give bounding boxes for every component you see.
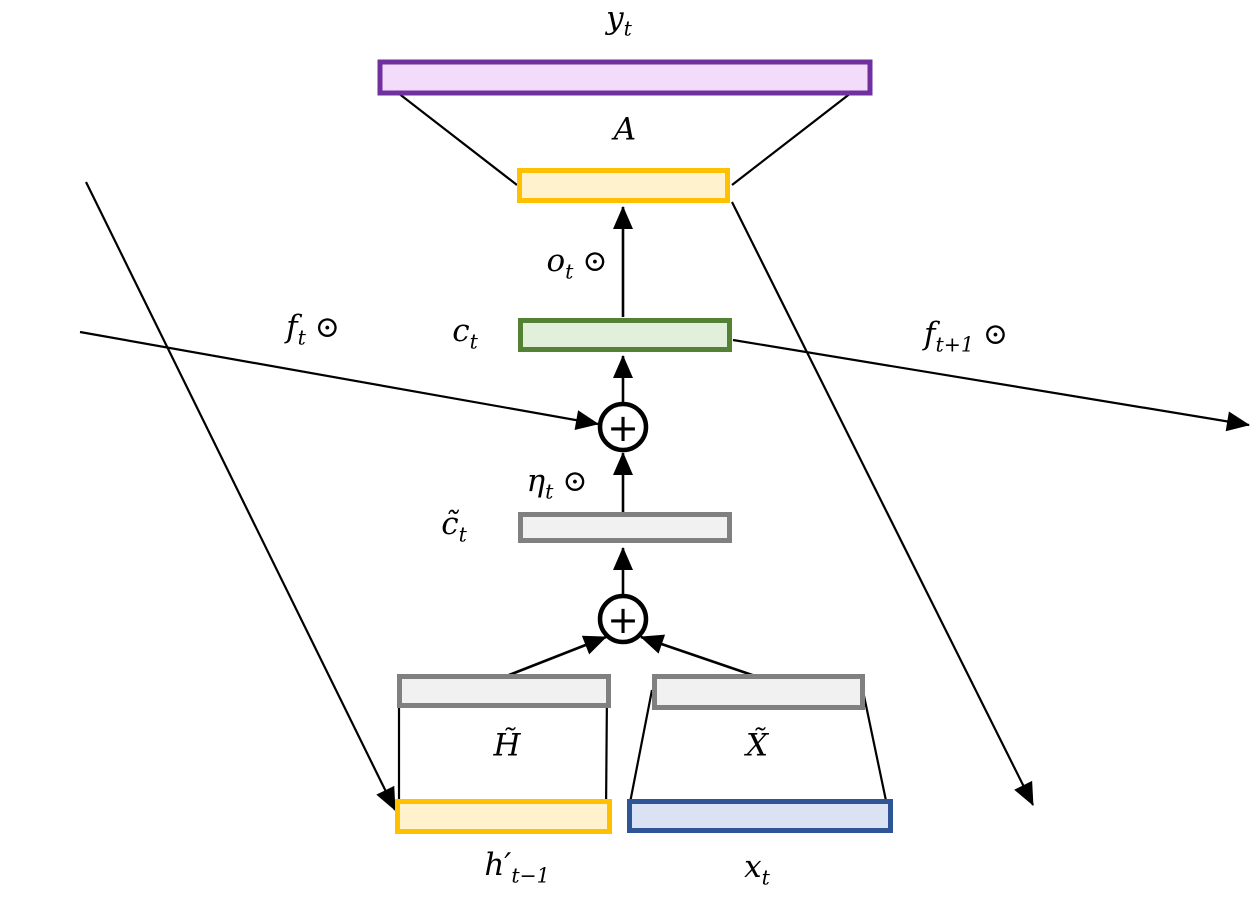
label-ct: ct (452, 313, 478, 354)
label-ft1: ft+1⊙ (924, 316, 1008, 357)
xt-bar (627, 799, 893, 833)
hadamard-icon: ⊙ (582, 244, 608, 280)
connector-H-right (604, 689, 609, 814)
plus-sign-upper: + (607, 406, 639, 450)
arrow-forget-ft1-out (732, 338, 1250, 432)
label-etat: ηt⊙ (526, 463, 588, 504)
connector-yt-A-left (379, 78, 518, 186)
hadamard-icon: ⊙ (562, 464, 588, 500)
ctilde-bar (518, 512, 732, 543)
label-ot: ot⊙ (546, 243, 608, 284)
label-Htilde: H̃ (493, 727, 521, 764)
arrow-forget-ft-in (79, 330, 599, 430)
label-ctilde: c̃t (441, 506, 467, 547)
label-hprime: h′t−1 (484, 847, 550, 888)
connector-X-right (861, 690, 891, 816)
plus-node-upper (597, 401, 649, 453)
arrow-H-to-plus (503, 635, 607, 679)
label-ft: ft⊙ (286, 309, 340, 350)
hadamard-icon: ⊙ (982, 317, 1008, 353)
arrow-X-to-plus (640, 634, 759, 679)
X-gray-bar (652, 674, 865, 710)
plus-sign-lower: + (607, 598, 639, 642)
connector-yt-A-right (731, 78, 870, 186)
A-bar (517, 168, 730, 203)
label-yt: yt (606, 0, 632, 41)
label-A: A (613, 111, 637, 148)
arrow-recurrent-in (85, 181, 396, 811)
plus-node-lower (597, 593, 649, 645)
hprime-bar (395, 799, 612, 834)
ct-bar (518, 318, 732, 352)
hadamard-icon: ⊙ (314, 310, 340, 346)
arrow-hidden-out (731, 201, 1034, 806)
H-gray-bar (397, 674, 611, 708)
connector-X-left (626, 689, 654, 814)
yt-bar (377, 59, 873, 96)
label-xt: xt (744, 849, 770, 890)
label-Xtilde: X̃ (745, 727, 769, 764)
